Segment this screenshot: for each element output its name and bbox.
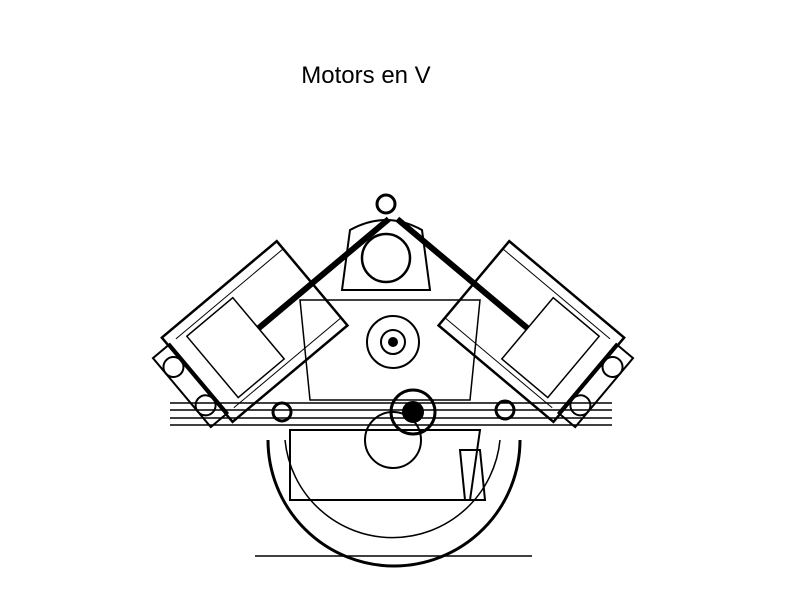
top-housing	[340, 193, 432, 291]
crankcase	[289, 299, 482, 501]
flywheel	[266, 439, 522, 568]
left-cylinder-bank	[151, 216, 391, 429]
slide-title: Motors en V	[301, 62, 431, 89]
engine-mounts	[271, 399, 516, 501]
right-cylinder-bank	[395, 216, 635, 429]
